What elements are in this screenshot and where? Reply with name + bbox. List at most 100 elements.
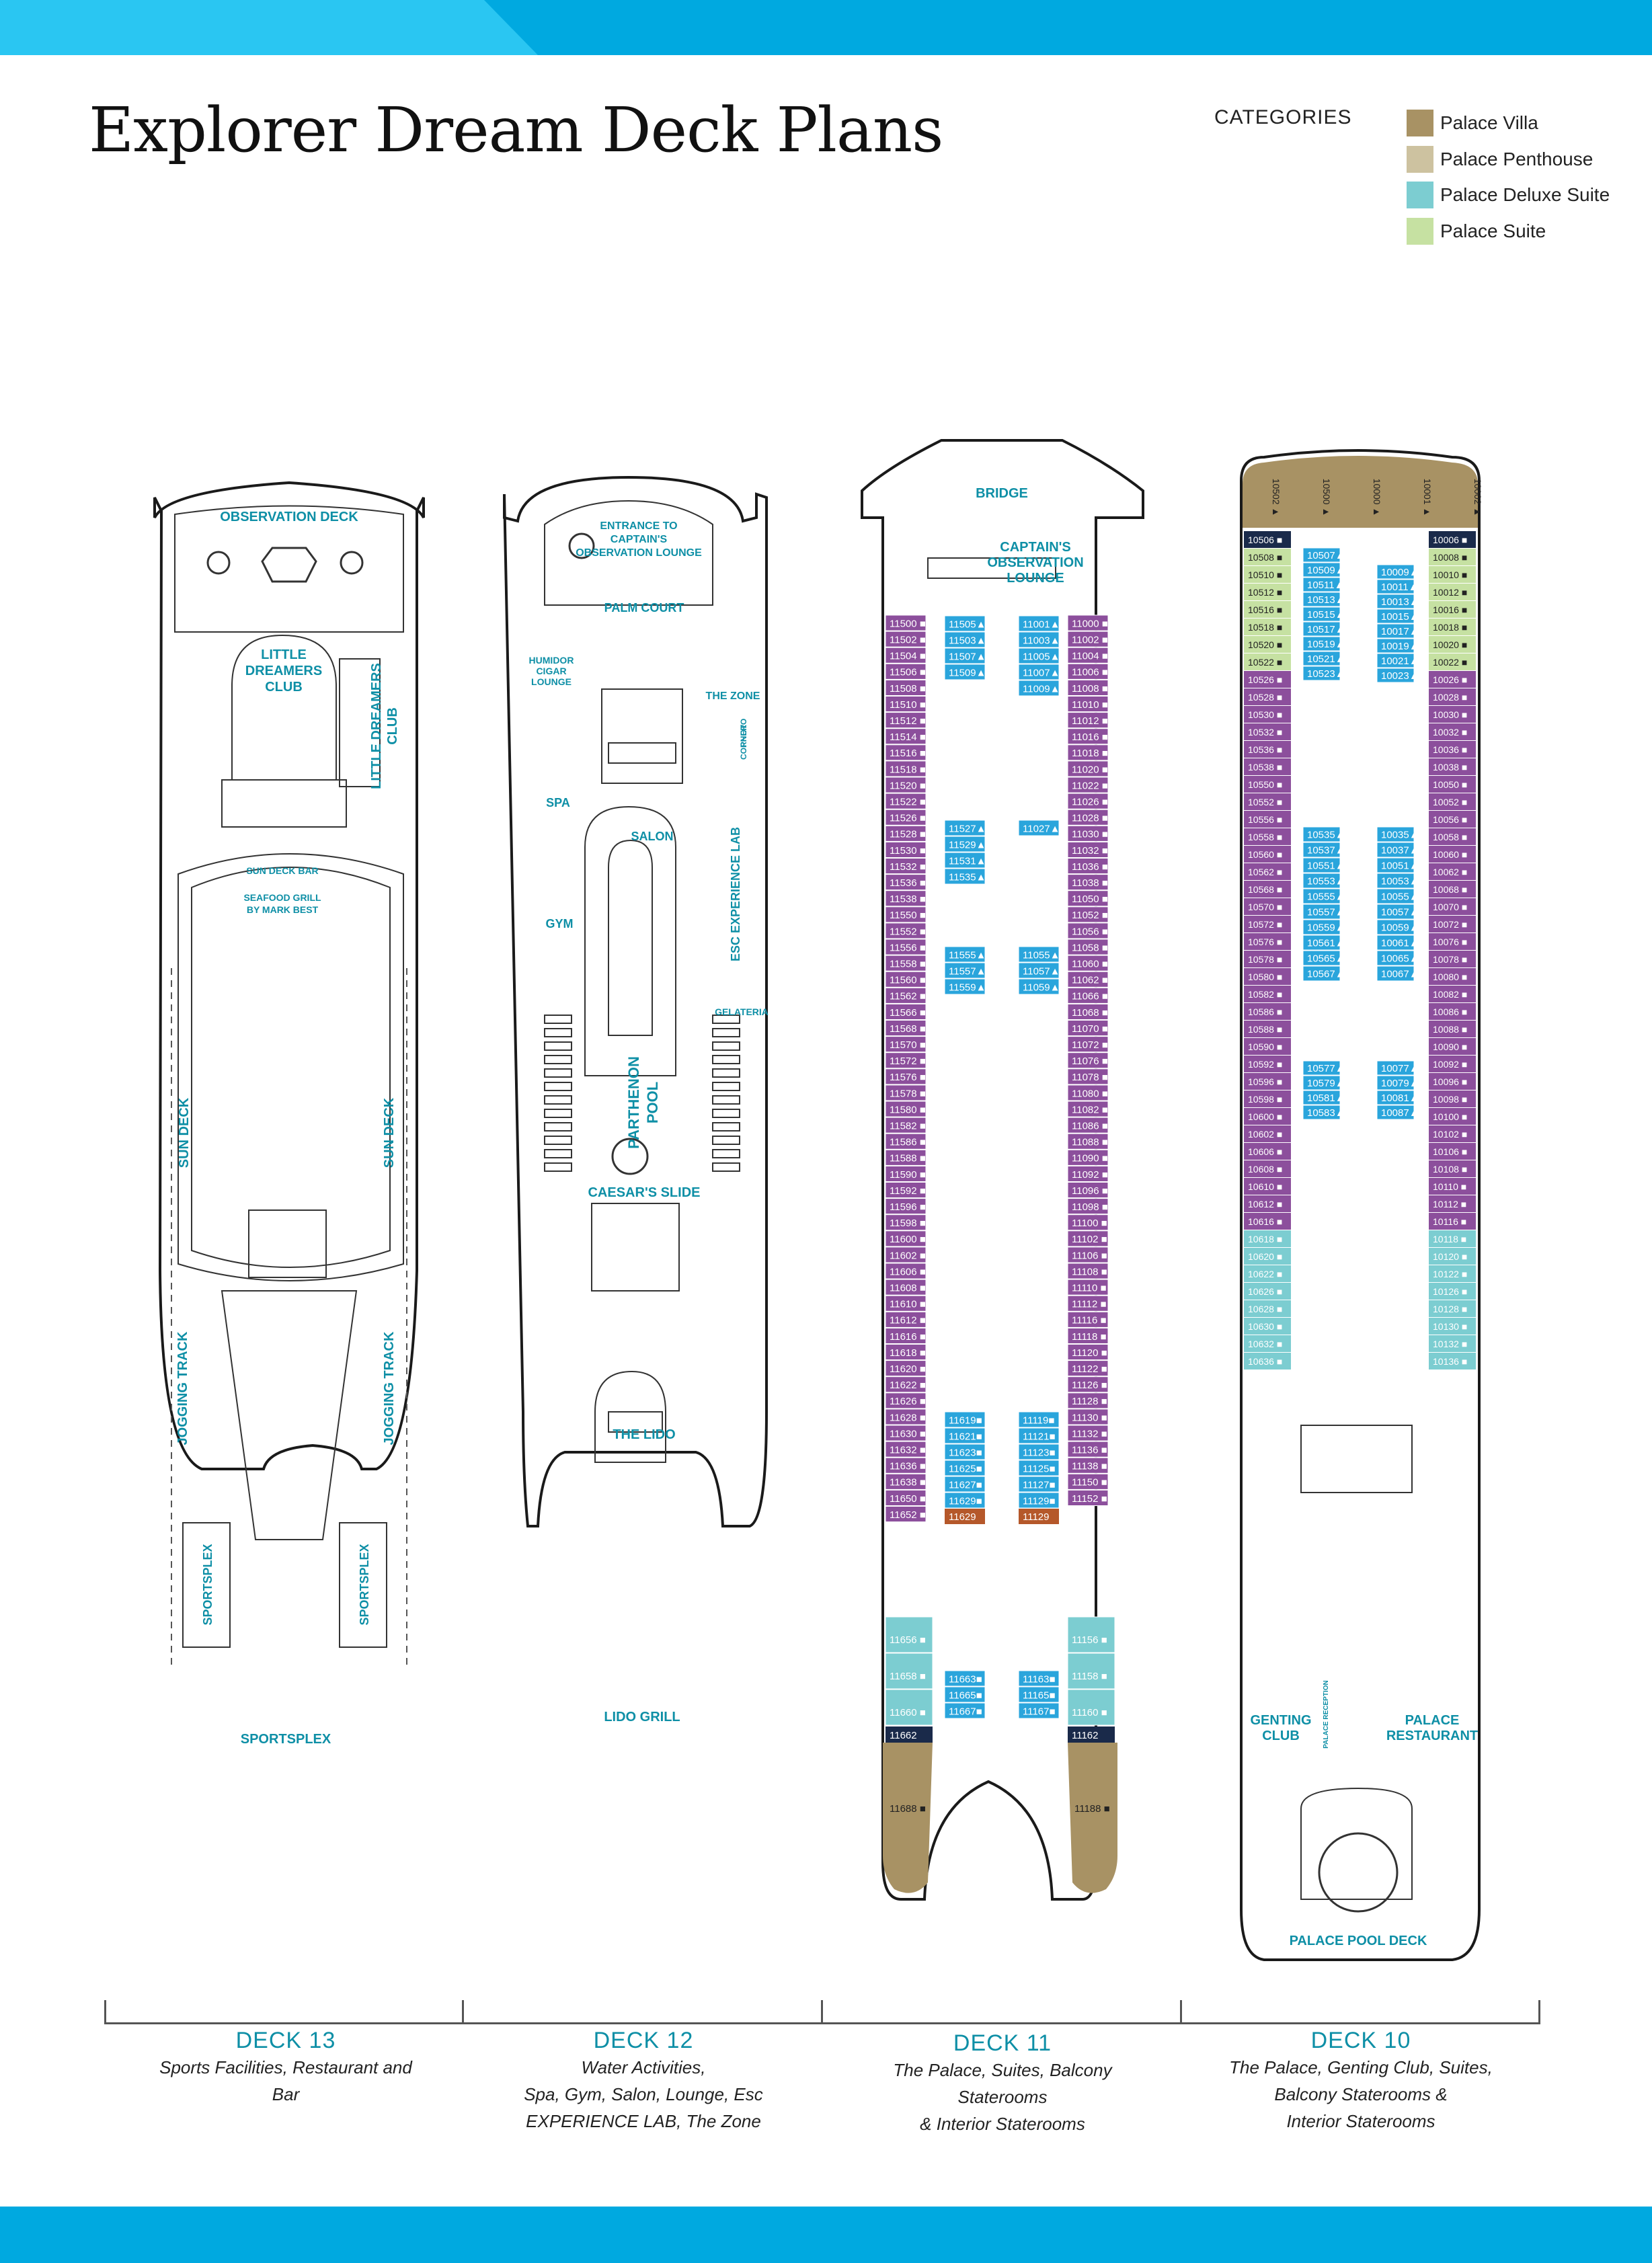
deck-11-inner-cabin-number: 11621■	[949, 1431, 982, 1442]
deck-11-aft-port-villa	[883, 1743, 933, 1893]
deck-10-starboard-cabin	[1429, 1353, 1476, 1369]
deck-10-port-cabin	[1244, 1318, 1291, 1335]
deck-11-starboard-cabin-number: 11108 ■	[1072, 1266, 1107, 1277]
deck-10-starboard-cabin-number: 10098 ■	[1433, 1094, 1467, 1105]
deck-10-starboard-cabin-number: 10096 ■	[1433, 1076, 1467, 1087]
deck-10-starboard-cabin-number: 10036 ■	[1433, 744, 1467, 755]
sun-lounger	[544, 1162, 572, 1172]
parthenon-pool-label: POOL	[644, 1082, 661, 1123]
deck-11-port-cabin-number: 11620 ■	[890, 1363, 926, 1375]
little-dreamers-club-room	[231, 634, 337, 781]
deck-11-inner-cabin	[1018, 1460, 1060, 1476]
deck-10-inner-cabin	[1376, 668, 1415, 683]
deck-11-port-cabin-number: 11518 ■	[890, 764, 926, 775]
deck-11-port-cabin-number: 11616 ■	[890, 1331, 926, 1343]
deck-12-caption: DECK 12 Water Activities, Spa, Gym, Salo…	[509, 2028, 778, 2135]
deck-11-cabin-number: 11188 ■	[1074, 1803, 1110, 1815]
deck-11-inner-cabin-number: 11165■	[1023, 1690, 1056, 1701]
deck-11-starboard-cabin-number: 11032 ■	[1072, 845, 1108, 857]
deck-10-starboard-cabin	[1429, 1108, 1476, 1125]
photo-corner-label: PHOTO	[739, 719, 748, 747]
sun-lounger	[544, 1082, 572, 1091]
deck-11-inner-cabin	[944, 820, 986, 836]
deck-10-inner-cabin	[1302, 873, 1341, 889]
deck-11-starboard-cabin	[1067, 1327, 1109, 1345]
deck-10-inner-cabin	[1302, 919, 1341, 935]
deck-11-port-cabin-number: 11536 ■	[890, 877, 926, 889]
sun-lounger	[712, 1041, 740, 1051]
lido-stair-bank	[608, 1411, 663, 1433]
deck-10-starboard-cabin	[1429, 636, 1476, 653]
deck-10-inner-cabin-number: 10565▲	[1307, 953, 1345, 965]
deck-10-port-cabin-number: 10612 ■	[1248, 1199, 1282, 1209]
deck-10-port-cabin-number: 10576 ■	[1248, 937, 1282, 947]
deck-10-starboard-cabin	[1429, 1003, 1476, 1020]
deck-11-starboard-cabin-number: 11102 ■	[1072, 1234, 1107, 1245]
deck-11-inner-cabin	[944, 978, 986, 995]
sun-lounger	[712, 1082, 740, 1091]
deck-10-port-cabin	[1244, 846, 1291, 863]
deck-10-inner-cabin-number: 10037▲	[1381, 845, 1419, 857]
deck-10-port-cabin-number: 10622 ■	[1248, 1269, 1282, 1279]
deck-10-starboard-cabin-number: 10108 ■	[1433, 1164, 1467, 1175]
deck-11-inner-cabin-number: 11623■	[949, 1447, 982, 1458]
deck-11-starboard-cabin	[1067, 647, 1109, 664]
deck-10-port-cabin	[1244, 671, 1291, 688]
genting-club-label: GENTING	[1250, 1713, 1311, 1728]
deck-10-inner-cabin-number: 10015▲	[1381, 611, 1419, 623]
legend-item: Palace Deluxe Suite	[1407, 182, 1610, 208]
palace-villa-number: 10502 ▲	[1271, 479, 1282, 517]
deck-11-port-cabin-number: 11632 ■	[890, 1444, 926, 1456]
deck-11-starboard-cabin-number: 11028 ■	[1072, 813, 1108, 824]
the-lido-area	[591, 1203, 680, 1292]
deck-10-starboard-cabin-number: 10058 ■	[1433, 832, 1467, 842]
deck-11-inner-cabin-number: 11167■	[1023, 1706, 1056, 1717]
deck-11-starboard-cabin-number: 11062 ■	[1072, 975, 1108, 986]
deck-11-starboard-cabin-number: 11012 ■	[1072, 715, 1108, 727]
deck-11-starboard-cabin-number: 11000 ■	[1072, 618, 1108, 629]
deck-11-starboard-cabin	[1067, 614, 1109, 631]
scale-tick	[104, 2000, 106, 2024]
sun-lounger	[712, 1149, 740, 1158]
sportsplex-court-right	[339, 1522, 387, 1648]
deck-10-port-cabin	[1244, 968, 1291, 985]
deck-13-hull	[153, 481, 425, 1470]
deck-11-inner-cabin	[944, 1492, 986, 1509]
deck-11-port-cabin-number: 11600 ■	[890, 1234, 926, 1245]
deck-10-inner-cabin-number: 10507▲	[1307, 550, 1345, 561]
deck-10-starboard-cabin	[1429, 776, 1476, 793]
sun-deck-bar-structure	[248, 1209, 327, 1278]
deck-11-port-cabin-number: 11550 ■	[890, 910, 926, 921]
deck-13-description: Sports Facilities, Restaurant and Bar	[159, 2057, 412, 2104]
scale-tick	[462, 2000, 464, 2024]
deck-10-starboard-cabin	[1429, 811, 1476, 828]
sun-lounger	[544, 1122, 572, 1132]
deck-11-inner-cabin-number: 11665■	[949, 1690, 982, 1701]
deck-10-starboard-cabin	[1429, 549, 1476, 565]
deck-11-starboard-cabin-number: 11072 ■	[1072, 1039, 1108, 1051]
deck-11-port-cabin	[885, 1149, 927, 1166]
legend-swatch	[1407, 218, 1433, 245]
deck-scale-rule	[104, 1998, 1540, 2024]
gym-label: GYM	[545, 917, 573, 930]
deck-10-starboard-cabin-number: 10018 ■	[1433, 622, 1467, 633]
deck-11-port-cabin-number: 11502 ■	[890, 634, 926, 645]
palm-court-area	[544, 500, 713, 606]
deck-11-inner-cabin	[944, 1443, 986, 1460]
deck-10-starboard-cabin	[1429, 951, 1476, 967]
deck-11-port-cabin	[885, 809, 927, 826]
deck-10-inner-cabin-number: 10065▲	[1381, 953, 1419, 965]
deck-10-inner-cabin-number: 10577▲	[1307, 1063, 1345, 1074]
deck-10-inner-cabin	[1376, 623, 1415, 639]
deck-10-port-cabin	[1244, 758, 1291, 775]
deck-10-starboard-cabin	[1429, 758, 1476, 775]
deck-10-inner-cabin	[1302, 857, 1341, 873]
deck-11-starboard-cabin-number: 11006 ■	[1072, 667, 1108, 678]
little-dreamers-club-side-label: LITTLE DREAMERS	[369, 663, 384, 789]
deck-11-port-cabin-number: 11650 ■	[890, 1493, 926, 1505]
deck-11-starboard-cabin-number: 11002 ■	[1072, 634, 1108, 645]
deck-10-inner-cabin-number: 10561▲	[1307, 938, 1345, 949]
sportsplex-label-bottom: SPORTSPLEX	[241, 1732, 331, 1747]
deck-11-inner-cabin-number: 11559▲	[949, 982, 986, 993]
deck-10-starboard-cabin	[1429, 793, 1476, 810]
